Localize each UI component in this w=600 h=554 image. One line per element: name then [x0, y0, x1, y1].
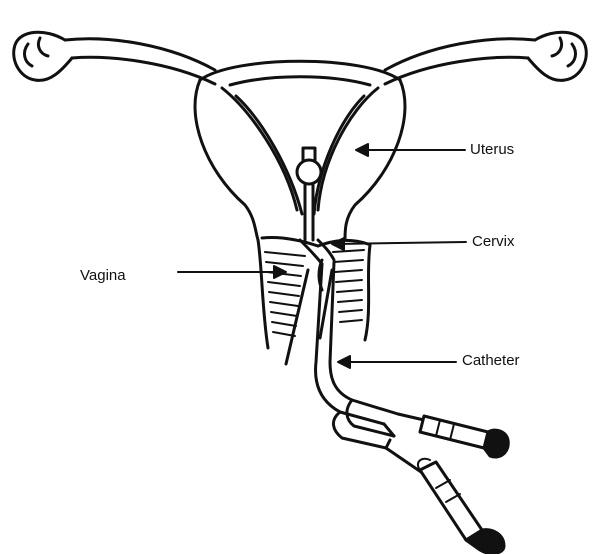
uterus-label: Uterus [470, 142, 514, 157]
left-fallopian-tube [14, 32, 215, 84]
cervix-label: Cervix [472, 234, 515, 249]
catheter-arrowhead [338, 356, 350, 368]
vagina-arrowhead [274, 266, 286, 278]
vagina-label: Vagina [80, 268, 126, 283]
uterus-arrowhead [356, 144, 368, 156]
upper-syringe [398, 414, 508, 457]
catheter-label: Catheter [462, 353, 520, 368]
lower-syringe [386, 448, 504, 553]
right-fallopian-tube [385, 32, 586, 84]
